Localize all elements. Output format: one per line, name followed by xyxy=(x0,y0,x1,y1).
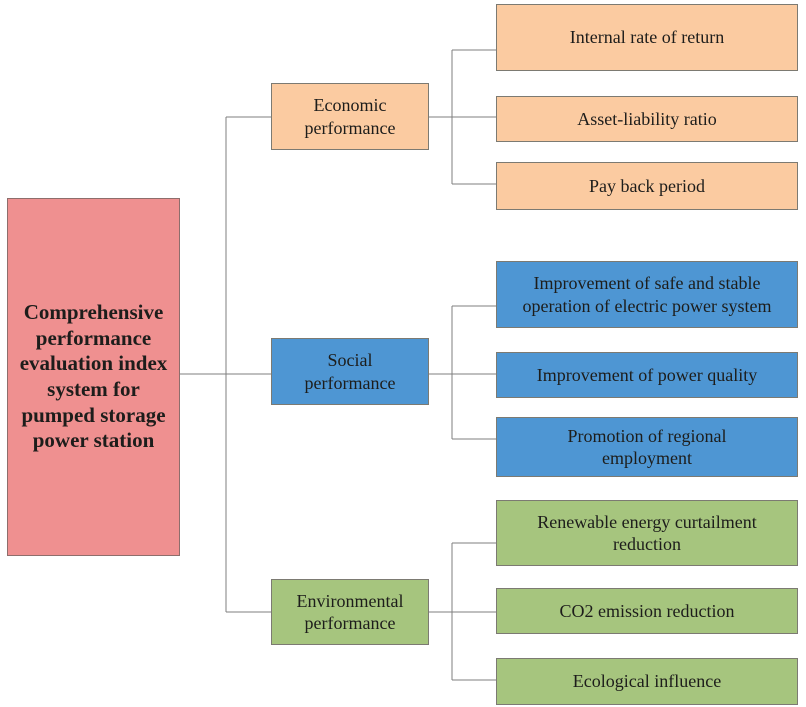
leaf-renewable-curtailment-reduction: Renewable energy curtailment reduction xyxy=(496,500,798,566)
leaf-label: Renewable energy curtailment reduction xyxy=(537,511,757,555)
leaf-label: Ecological influence xyxy=(572,671,722,692)
environmental-leaves-connector xyxy=(429,542,496,681)
root-node: Comprehensive performance evaluation ind… xyxy=(7,198,180,556)
leaf-asset-liability-ratio: Asset-liability ratio xyxy=(496,96,798,142)
leaf-pay-back-period: Pay back period xyxy=(496,162,798,210)
leaf-co2-emission-reduction: CO2 emission reduction xyxy=(496,588,798,634)
branch-environmental: Environmental performance xyxy=(271,579,429,645)
branch-social: Social performance xyxy=(271,338,429,405)
social-leaves-connector xyxy=(429,305,496,440)
leaf-internal-rate-of-return: Internal rate of return xyxy=(496,4,798,71)
leaf-label: Internal rate of return xyxy=(569,27,725,48)
leaf-label: CO2 emission reduction xyxy=(559,600,735,621)
root-to-branches-connector xyxy=(180,116,271,613)
economic-leaves-connector xyxy=(429,49,496,185)
leaf-ecological-influence: Ecological influence xyxy=(496,658,798,705)
leaf-label: Improvement of power quality xyxy=(536,364,758,385)
branch-economic: Economic performance xyxy=(271,83,429,150)
leaf-safe-stable-operation: Improvement of safe and stable operation… xyxy=(496,261,798,328)
leaf-label: Improvement of safe and stable operation… xyxy=(522,273,772,316)
branch-social-label: Social performance xyxy=(304,350,396,393)
branch-environmental-label: Environmental performance xyxy=(296,590,404,634)
leaf-regional-employment: Promotion of regional employment xyxy=(496,417,798,477)
leaf-power-quality: Improvement of power quality xyxy=(496,352,798,398)
root-node-label: Comprehensive performance evaluation ind… xyxy=(19,300,168,453)
leaf-label: Pay back period xyxy=(589,175,705,196)
leaf-label: Promotion of regional employment xyxy=(567,425,727,469)
branch-economic-label: Economic performance xyxy=(304,95,396,138)
leaf-label: Asset-liability ratio xyxy=(577,108,717,129)
